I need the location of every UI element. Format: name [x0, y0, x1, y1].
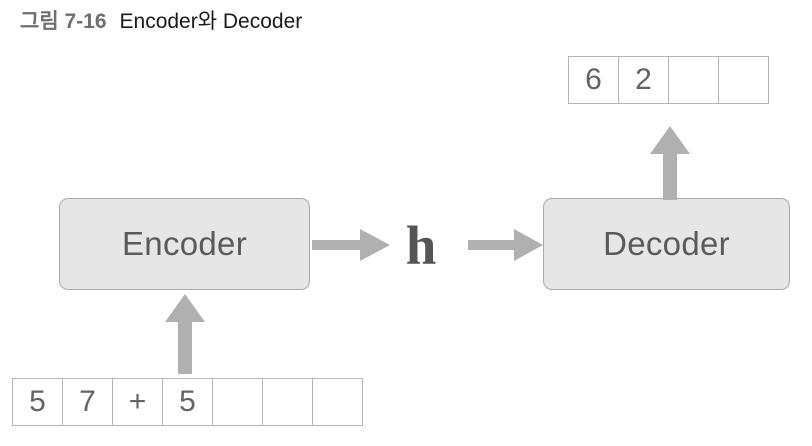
hidden-state-symbol: h: [398, 212, 444, 278]
output-cell: [718, 56, 769, 104]
input-cell: [262, 378, 313, 426]
output-cell: 6: [568, 56, 619, 104]
figure-caption: Encoder와 Decoder: [119, 10, 303, 33]
input-cell: [312, 378, 363, 426]
hidden-state-label: h: [405, 214, 437, 276]
arrow-encoder-to-h: [312, 229, 390, 261]
output-cell: 2: [618, 56, 669, 104]
output-cell: [668, 56, 719, 104]
page-title: 그림 7-16 Encoder와 Decoder: [20, 7, 302, 39]
output-sequence-strip: 6 2: [568, 56, 769, 104]
arrow-decoder-to-output: [650, 126, 690, 200]
decoder-label: Decoder: [603, 225, 730, 262]
decoder-box: Decoder: [543, 198, 790, 290]
encoder-label: Encoder: [121, 225, 247, 262]
input-cell: +: [112, 378, 163, 426]
input-cell: 7: [62, 378, 113, 426]
encoder-box: Encoder: [59, 198, 310, 290]
input-cell: [212, 378, 263, 426]
figure-number: 그림 7-16: [20, 10, 107, 33]
input-cell: 5: [162, 378, 213, 426]
arrow-h-to-decoder: [468, 229, 543, 261]
input-cell: 5: [12, 378, 63, 426]
input-sequence-strip: 5 7 + 5: [12, 378, 363, 426]
arrow-input-to-encoder: [165, 294, 205, 374]
